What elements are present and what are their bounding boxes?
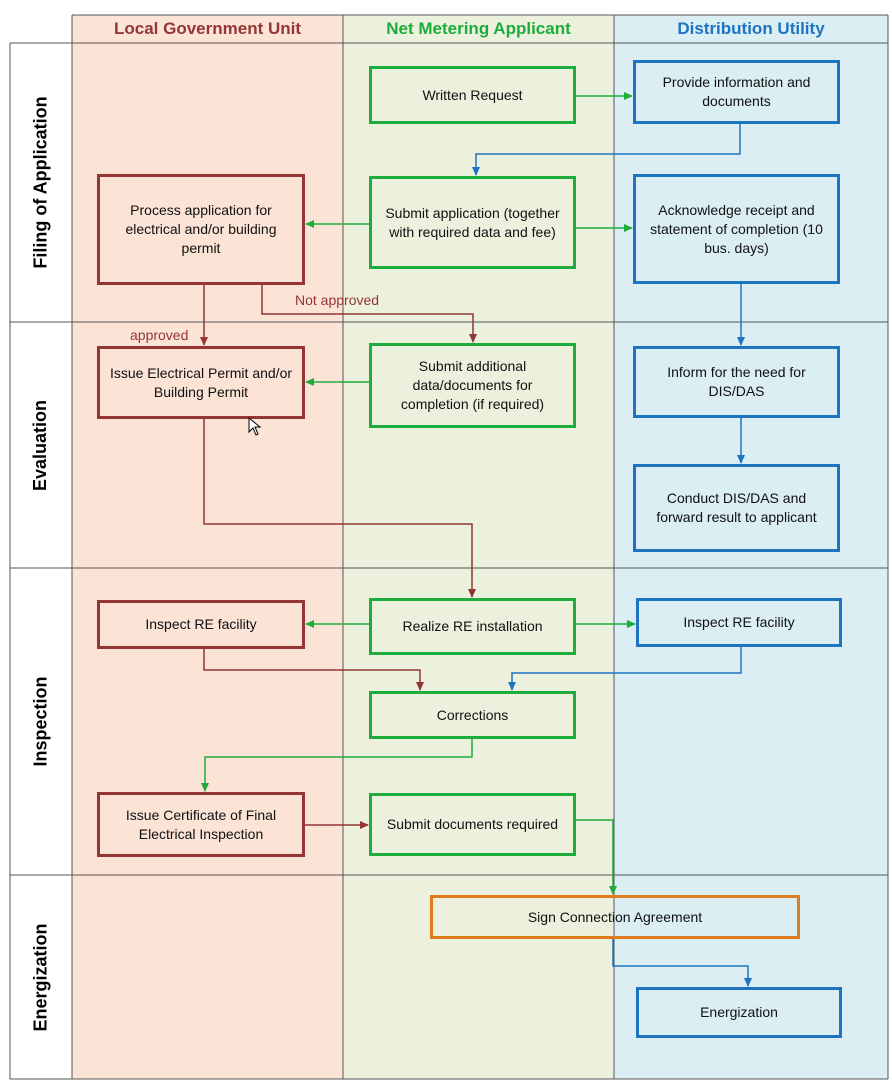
box-issue-permit: Issue Electrical Permit and/or Building … [97, 346, 305, 419]
box-energization: Energization [636, 987, 842, 1038]
box-written-request: Written Request [369, 66, 576, 124]
box-submit-additional: Submit additional data/documents for com… [369, 343, 576, 428]
phase-label-energization: Energization [30, 922, 51, 1032]
box-submit-documents: Submit documents required [369, 793, 576, 856]
header-bg-utility [614, 15, 888, 43]
box-issue-certificate: Issue Certificate of Final Electrical In… [97, 792, 305, 857]
label-approved: approved [130, 327, 189, 343]
lane-title-applicant: Net Metering Applicant [386, 19, 571, 38]
box-inspect-re-utility: Inspect RE facility [636, 598, 842, 647]
box-conduct-dis-das: Conduct DIS/DAS and forward result to ap… [633, 464, 840, 552]
box-provide-information: Provide information and documents [633, 60, 840, 124]
box-inform-dis-das: Inform for the need for DIS/DAS [633, 346, 840, 418]
box-submit-application: Submit application (together with requir… [369, 176, 576, 269]
lane-bg-utility [614, 43, 888, 1079]
header-bg-lgu [72, 15, 343, 43]
box-inspect-re-lgu: Inspect RE facility [97, 600, 305, 649]
phase-filing: Filing of Application [10, 43, 72, 322]
phase-label-filing: Filing of Application [30, 96, 51, 269]
header-bg-applicant [343, 15, 614, 43]
phase-energization: Energization [10, 875, 72, 1079]
box-acknowledge-receipt: Acknowledge receipt and statement of com… [633, 174, 840, 284]
box-sign-connection-agreement: Sign Connection Agreement [430, 895, 800, 939]
label-not-approved: Not approved [295, 292, 380, 308]
phase-inspection: Inspection [10, 568, 72, 875]
box-corrections: Corrections [369, 691, 576, 739]
box-realize-re-installation: Realize RE installation [369, 598, 576, 655]
cursor-pointer-icon [248, 417, 262, 436]
lane-title-lgu: Local Government Unit [113, 19, 302, 38]
phase-label-inspection: Inspection [30, 676, 51, 767]
lane-title-utility: Distribution Utility [677, 19, 825, 38]
phase-evaluation: Evaluation [10, 322, 72, 568]
box-process-application: Process application for electrical and/o… [97, 174, 305, 285]
phase-label-evaluation: Evaluation [30, 399, 51, 491]
